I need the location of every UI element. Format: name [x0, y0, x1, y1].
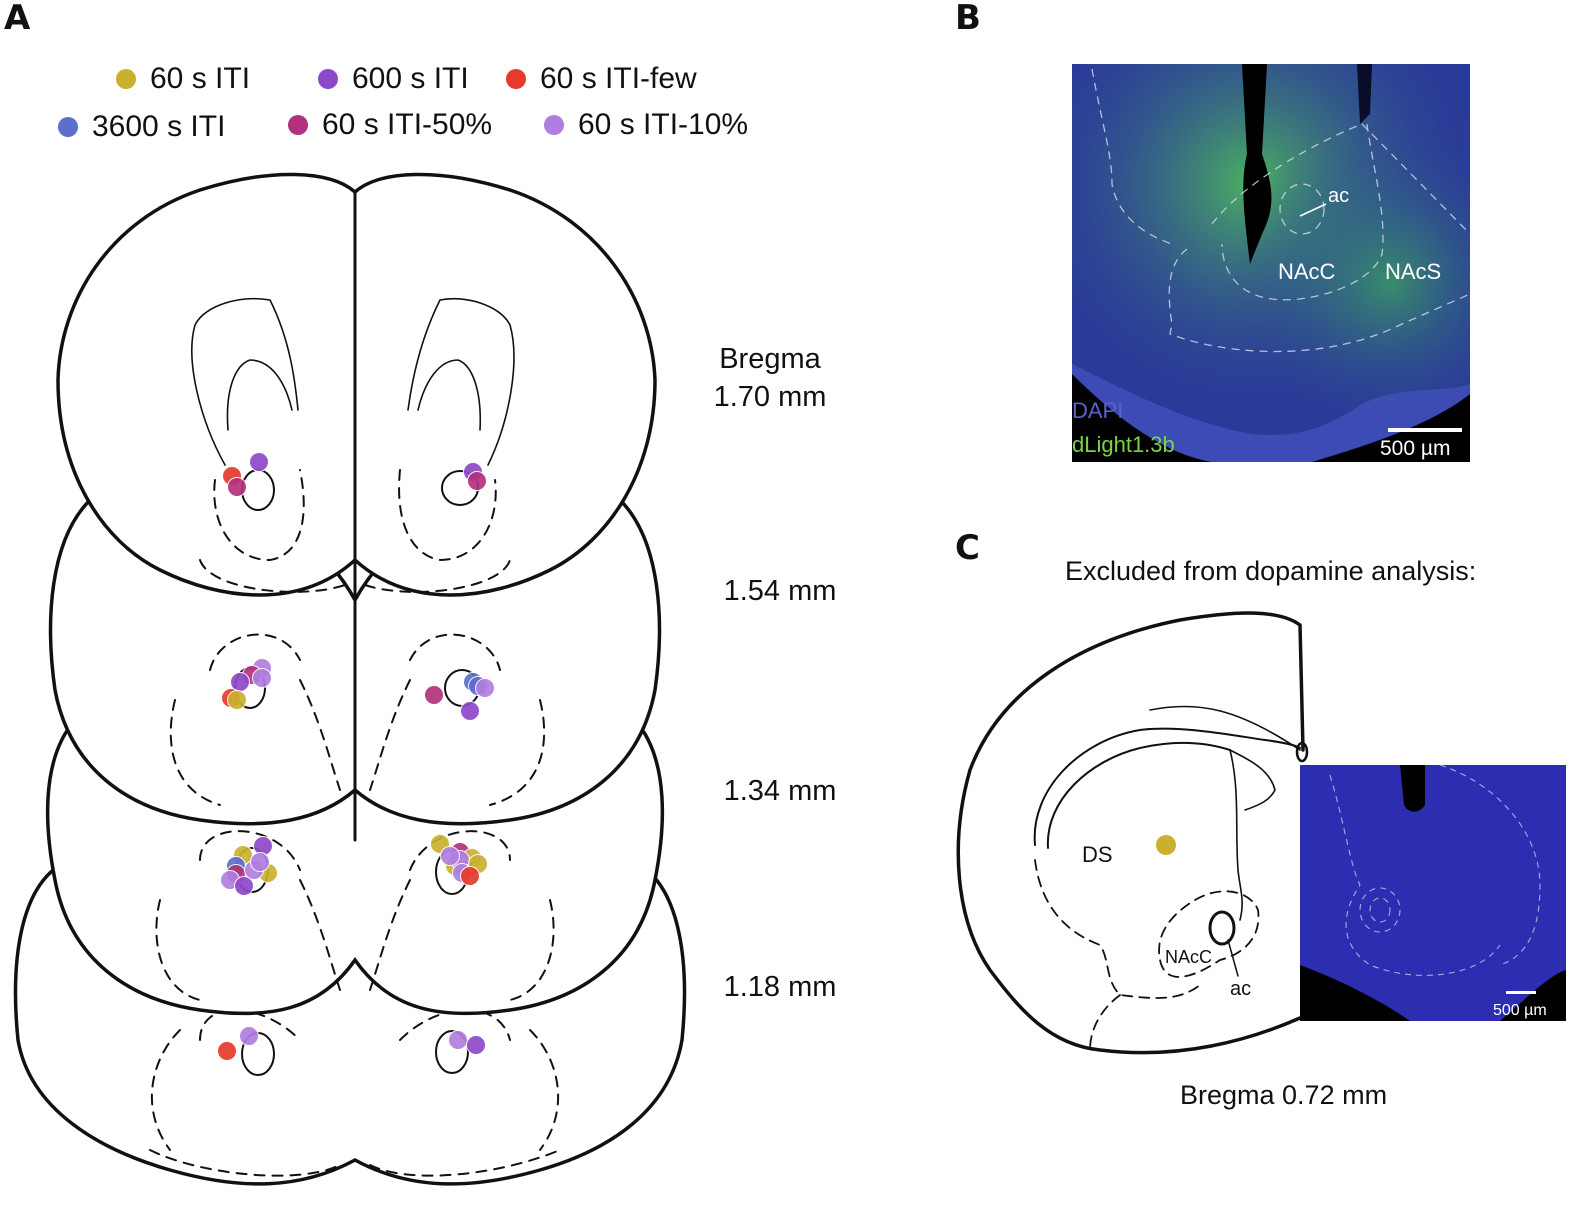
legend-dot-icon — [58, 117, 78, 137]
placement-dots — [217, 452, 495, 1061]
label-ds: DS — [1082, 842, 1113, 867]
placement-dot — [424, 685, 444, 705]
panel-c-bregma: Bregma 0.72 mm — [1180, 1080, 1388, 1110]
bregma-label-1-34: 1.34 mm — [723, 775, 837, 807]
legend-item: 3600 s ITI — [58, 110, 225, 144]
legend-dot-icon — [506, 69, 526, 89]
section-1-70mm — [56, 172, 657, 842]
legend-label: 600 s ITI — [352, 62, 469, 95]
legend-item: 60 s ITI-50% — [288, 108, 492, 142]
legend-dot-icon — [288, 115, 308, 135]
scale-bar-label: 500 µm — [1380, 437, 1450, 460]
scale-bar-label: 500 µm — [1493, 1002, 1547, 1019]
label-nacc: NAcC — [1278, 259, 1336, 284]
panel-c-title: Excluded from dopamine analysis: — [1065, 556, 1477, 586]
legend-label: 60 s ITI-few — [540, 62, 697, 95]
bregma-value: 1.70 mm — [713, 381, 827, 413]
placement-dot — [234, 876, 254, 896]
panel-a-brain-sections — [13, 172, 687, 1186]
legend-label: 60 s ITI — [150, 62, 251, 95]
label-ac: ac — [1230, 978, 1251, 1000]
legend-dot-icon — [544, 115, 564, 135]
placement-dot — [460, 866, 480, 886]
panel-c-letter: C — [955, 528, 980, 568]
placement-dot — [475, 678, 495, 698]
panel-c-micrograph: 500 µm — [1300, 765, 1566, 1021]
placement-dot — [252, 668, 272, 688]
scale-bar — [1388, 428, 1462, 432]
legend-label: 60 s ITI-50% — [322, 108, 493, 141]
placement-dot — [217, 1041, 237, 1061]
legend-dot-icon — [116, 69, 136, 89]
placement-dot — [460, 701, 480, 721]
panel-b-letter: B — [955, 0, 981, 38]
placement-dot — [466, 1035, 486, 1055]
panel-b-micrograph: ac NAcC NAcS DAPI dLight1.3b 500 µm — [1072, 64, 1470, 462]
panel-a-letter: A — [4, 0, 31, 38]
placement-dot — [440, 846, 460, 866]
legend-item: 60 s ITI — [116, 62, 250, 96]
channel-dapi: DAPI — [1072, 398, 1123, 423]
legend-label: 3600 s ITI — [92, 110, 226, 143]
legend-label: 60 s ITI-10% — [578, 108, 749, 141]
excluded-placement-dot — [1156, 835, 1176, 855]
placement-dot — [239, 1026, 259, 1046]
placement-dot — [467, 471, 487, 491]
label-ac: ac — [1328, 185, 1349, 207]
legend-item: 60 s ITI-few — [506, 62, 697, 96]
placement-dot — [227, 690, 247, 710]
legend-item: 60 s ITI-10% — [544, 108, 748, 142]
scale-bar — [1506, 991, 1536, 994]
channel-dlight: dLight1.3b — [1072, 432, 1175, 457]
placement-dot — [448, 1030, 468, 1050]
placement-dot — [249, 452, 269, 472]
bregma-label-1-70: Bregma 1.70 mm — [700, 340, 840, 416]
bregma-label-1-54: 1.54 mm — [723, 575, 837, 607]
placement-dot — [250, 852, 270, 872]
bregma-word: Bregma — [719, 343, 821, 375]
legend-item: 600 s ITI — [318, 62, 469, 96]
label-nacc: NAcC — [1165, 947, 1212, 967]
bregma-label-1-18: 1.18 mm — [723, 971, 837, 1003]
placement-dot — [227, 477, 247, 497]
legend-dot-icon — [318, 69, 338, 89]
label-nacs: NAcS — [1385, 259, 1441, 284]
